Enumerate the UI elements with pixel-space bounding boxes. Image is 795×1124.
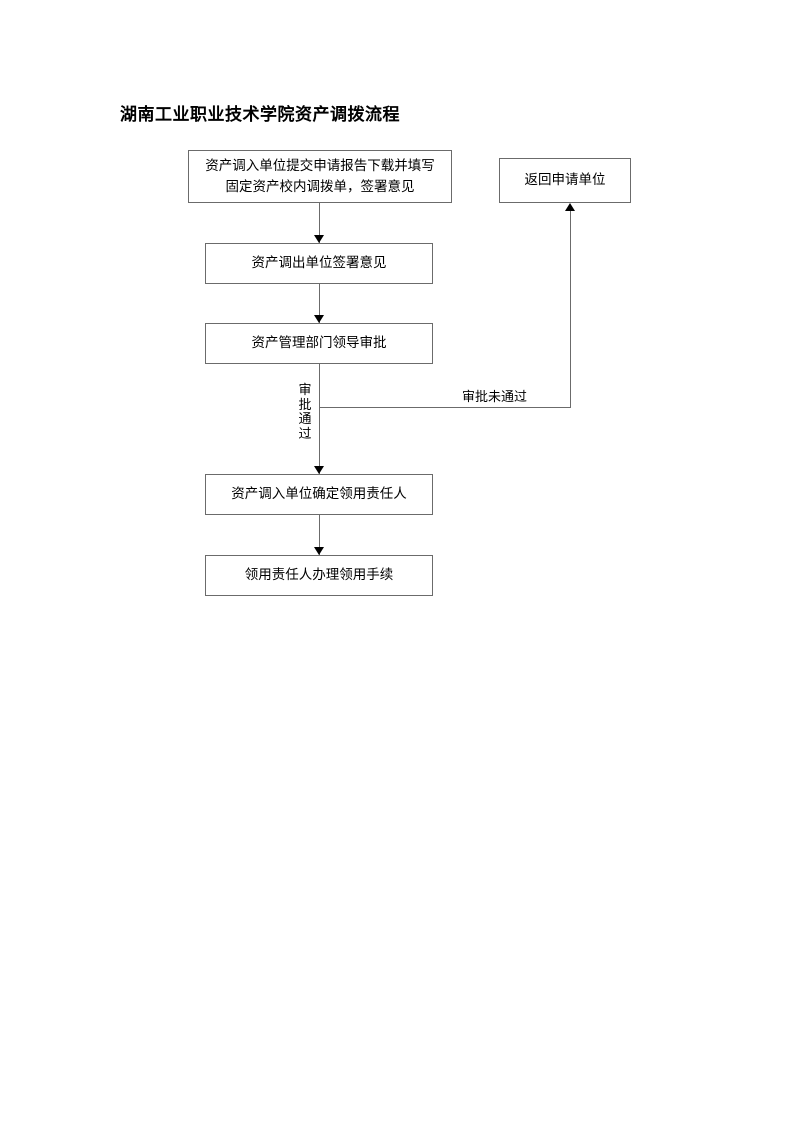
flow-node-label: 资产调入单位提交申请报告下载并填写 固定资产校内调拨单，签署意见 — [205, 157, 435, 194]
connector-transfer-out-to-approval — [319, 284, 320, 323]
flow-node-label: 资产管理部门领导审批 — [251, 335, 387, 351]
edge-label-rejected: 审批未通过 — [462, 389, 528, 404]
edge-label-approved: 审 批 通 过 — [298, 382, 312, 441]
flow-node-return-to-applicant[interactable]: 返回申请单位 — [499, 158, 631, 203]
connector-apply-to-transfer-out — [319, 203, 320, 243]
arrow-up-icon — [565, 203, 575, 211]
arrow-down-icon — [314, 466, 324, 474]
connector-rejected-vertical — [570, 208, 571, 408]
flow-node-label: 返回申请单位 — [524, 172, 606, 188]
flow-node-label: 资产调入单位确定领用责任人 — [231, 486, 407, 502]
connector-rejected-horizontal — [319, 407, 571, 408]
flow-node-assign-responsible-person[interactable]: 资产调入单位确定领用责任人 — [205, 474, 433, 515]
flow-node-label: 领用责任人办理领用手续 — [244, 567, 394, 583]
flow-node-apply-transfer-in[interactable]: 资产调入单位提交申请报告下载并填写 固定资产校内调拨单，签署意见 — [188, 150, 452, 203]
arrow-down-icon — [314, 235, 324, 243]
flow-node-complete-procedure[interactable]: 领用责任人办理领用手续 — [205, 555, 433, 596]
flow-node-label: 资产调出单位签署意见 — [251, 255, 387, 271]
arrow-down-icon — [314, 547, 324, 555]
connector-approved-path — [319, 364, 320, 474]
flow-node-asset-dept-approval[interactable]: 资产管理部门领导审批 — [205, 323, 433, 364]
connector-assign-to-procedure — [319, 515, 320, 555]
flow-node-transfer-out-sign[interactable]: 资产调出单位签署意见 — [205, 243, 433, 284]
arrow-down-icon — [314, 315, 324, 323]
page-title: 湖南工业职业技术学院资产调拨流程 — [120, 105, 400, 124]
